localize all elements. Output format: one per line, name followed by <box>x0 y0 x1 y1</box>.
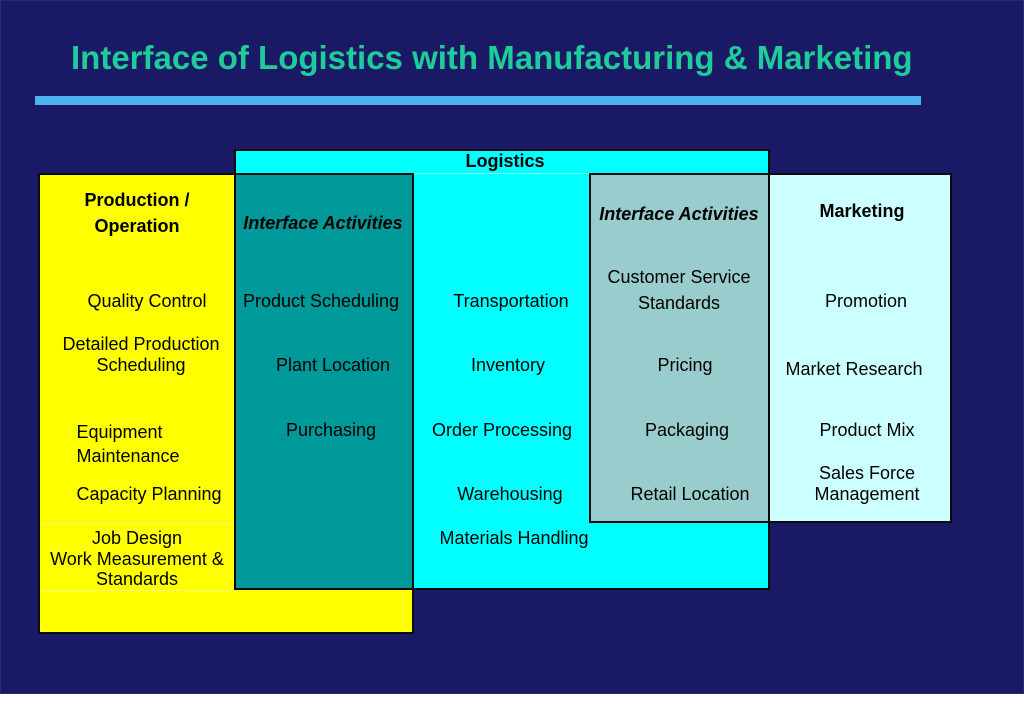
marketing-interface-item-packaging: Packaging <box>644 420 730 440</box>
logistics-header-divider <box>414 173 589 174</box>
production-interface-item-purchasing: Purchasing <box>285 420 377 440</box>
slide: Interface of Logistics with Manufacturin… <box>0 0 1024 694</box>
production-item-capacity-planning: Capacity Planning <box>76 484 222 504</box>
logistics-item-warehousing: Warehousing <box>457 484 563 504</box>
marketing-interface-item-pricing: Pricing <box>657 355 713 375</box>
production-item-equipment-maintenance: Equipment Maintenance <box>76 422 180 466</box>
production-interface-item-product-scheduling: Product Scheduling <box>242 291 400 311</box>
production-header: Production / Operation <box>84 190 190 236</box>
marketing-interface-item-retail-location: Retail Location <box>630 484 750 504</box>
slide-title: Interface of Logistics with Manufacturin… <box>71 39 913 76</box>
production-item-job-design: Job Design Work Measurement & Standards <box>50 528 224 589</box>
production-row-divider <box>40 523 234 524</box>
production-interface-item-plant-location: Plant Location <box>275 355 391 375</box>
logistics-item-order-processing: Order Processing <box>431 420 573 440</box>
title-underline <box>35 96 921 105</box>
marketing-interface-item-customer-service: Customer Service Standards <box>607 267 751 313</box>
production-item-quality-control: Quality Control <box>87 291 207 311</box>
marketing-item-market-research: Market Research <box>785 359 923 379</box>
production-interface-header: Interface Activities <box>243 213 403 233</box>
logistics-item-transportation: Transportation <box>453 291 569 311</box>
production-interface-box <box>234 173 414 590</box>
marketing-item-promotion: Promotion <box>824 291 908 311</box>
marketing-interface-box <box>589 173 770 523</box>
logistics-item-inventory: Inventory <box>470 355 546 375</box>
logistics-header: Logistics <box>465 151 545 171</box>
logistics-item-materials-handling: Materials Handling <box>439 528 589 548</box>
marketing-header: Marketing <box>819 201 905 221</box>
production-item-detailed-scheduling: Detailed Production Scheduling <box>62 334 220 375</box>
production-row-divider-lower <box>40 590 234 591</box>
marketing-item-sales-force: Sales Force Management <box>814 463 920 504</box>
marketing-item-product-mix: Product Mix <box>819 420 915 440</box>
marketing-interface-header: Interface Activities <box>599 204 759 224</box>
